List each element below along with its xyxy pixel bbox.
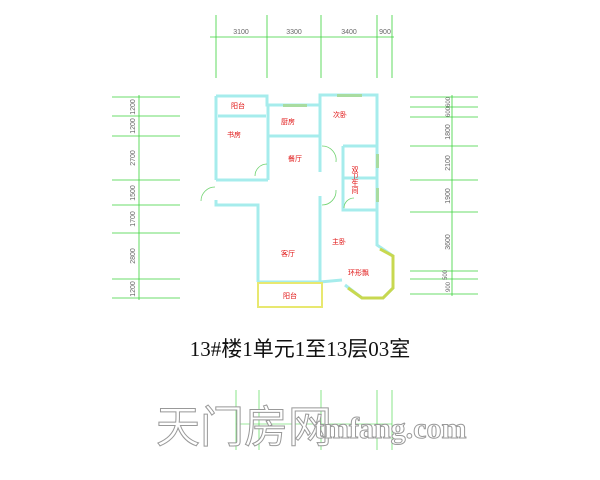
room-second-bedroom: 次卧 <box>333 110 347 119</box>
room-master-bedroom: 主卧 <box>332 237 346 246</box>
room-dining: 餐厅 <box>288 154 302 163</box>
dim-left-6: 2800 <box>130 248 137 264</box>
dim-top-4: 900 <box>379 29 391 36</box>
dim-right-1: 600 <box>446 96 452 107</box>
dim-right-5: 1900 <box>445 188 452 204</box>
dim-top-2: 3300 <box>286 29 302 36</box>
dim-right-3: 1800 <box>445 124 452 140</box>
dim-left-3: 2700 <box>130 150 137 166</box>
dim-top-3: 3400 <box>341 29 357 36</box>
dim-left-2: 1200 <box>130 118 137 134</box>
room-bay-window: 环形飘 <box>348 269 369 277</box>
left-dimension <box>112 95 180 300</box>
bottom-dimension <box>235 390 393 450</box>
room-kitchen: 厨房 <box>281 117 295 126</box>
dim-right-2: 600 <box>446 106 452 117</box>
dim-left-5: 1700 <box>130 211 137 227</box>
dim-right-7: 500 <box>443 269 449 280</box>
dim-left-4: 1500 <box>130 185 137 201</box>
walls <box>214 93 395 300</box>
room-balcony-top: 阳台 <box>231 101 245 110</box>
plan-title: 13#楼1单元1至13层03室 <box>190 337 411 361</box>
room-study: 书房 <box>227 130 241 139</box>
dim-left-1: 1200 <box>130 99 137 115</box>
dim-right-6: 3600 <box>445 234 452 250</box>
bay-window <box>347 247 395 300</box>
windows <box>283 94 379 202</box>
room-balcony-bottom: 阳台 <box>283 291 297 300</box>
dim-top-1: 3100 <box>233 29 249 36</box>
watermark-en: tmfang.com <box>314 412 466 445</box>
dim-right-4: 2100 <box>445 155 452 171</box>
top-dimension <box>210 15 394 78</box>
dim-right-8: 900 <box>446 281 452 292</box>
dim-left-7: 1200 <box>130 281 137 297</box>
right-dimension <box>410 95 478 296</box>
doors <box>200 145 355 209</box>
room-bathroom: 双卫生间 <box>351 166 359 195</box>
balcony-bottom-outline <box>257 282 323 308</box>
watermark-cn: 天门房网 <box>156 402 332 453</box>
room-living: 客厅 <box>281 249 295 258</box>
